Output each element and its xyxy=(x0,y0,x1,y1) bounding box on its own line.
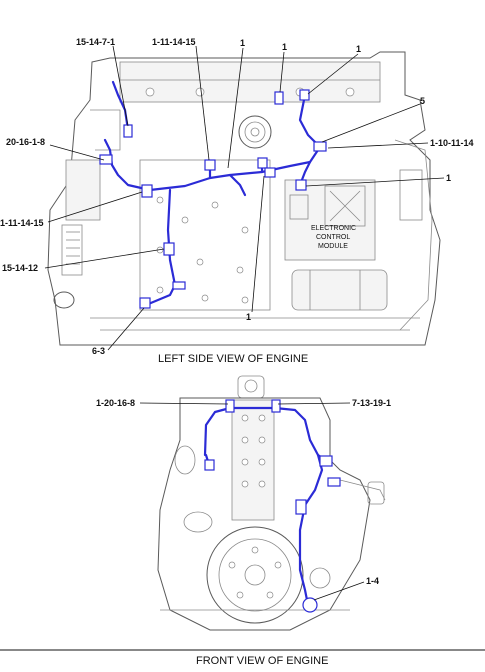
left-side-wiring-harness xyxy=(99,80,327,309)
callout-1-11-14-15-side: 1-11-14-15 xyxy=(0,218,44,228)
left-side-engine-drawing xyxy=(47,51,441,346)
front-wiring-harness xyxy=(203,399,341,613)
ecm-label-line2: CONTROL xyxy=(316,234,350,241)
callout-20-16-1-8: 20-16-1-8 xyxy=(6,137,45,147)
callout-1-a: 1 xyxy=(240,38,245,48)
left-view-caption: LEFT SIDE VIEW OF ENGINE xyxy=(158,353,308,365)
callout-5: 5 xyxy=(420,96,425,106)
callout-1-b: 1 xyxy=(282,42,287,52)
callout-6-3: 6-3 xyxy=(92,346,105,356)
front-engine-drawing xyxy=(157,375,386,631)
front-view-leader-lines xyxy=(139,402,365,601)
callout-1-4: 1-4 xyxy=(366,576,379,586)
callout-1-c: 1 xyxy=(356,44,361,54)
left-view-leader-lines xyxy=(44,45,445,351)
callout-15-14-12: 15-14-12 xyxy=(2,263,38,273)
callout-1-10-11-14: 1-10-11-14 xyxy=(430,138,474,148)
ecm-label: ELECTRONIC CONTROL MODULE xyxy=(311,225,356,250)
callout-1-11-14-15-top: 1-11-14-15 xyxy=(152,37,196,47)
callout-1-e: 1 xyxy=(246,312,251,322)
front-view-callouts: 1-20-16-8 7-13-19-1 1-4 xyxy=(96,398,391,586)
callout-1-d: 1 xyxy=(446,173,451,183)
ecm-label-line1: ELECTRONIC xyxy=(311,225,356,232)
callout-7-13-19-1: 7-13-19-1 xyxy=(352,398,391,408)
front-view-caption: FRONT VIEW OF ENGINE xyxy=(196,655,328,667)
callout-15-14-7-1: 15-14-7-1 xyxy=(76,37,115,47)
left-view-callouts: 15-14-7-1 1-11-14-15 1 1 1 5 20-16-1-8 1… xyxy=(0,37,474,356)
callout-1-20-16-8: 1-20-16-8 xyxy=(96,398,135,408)
ecm-label-line3: MODULE xyxy=(318,243,348,250)
